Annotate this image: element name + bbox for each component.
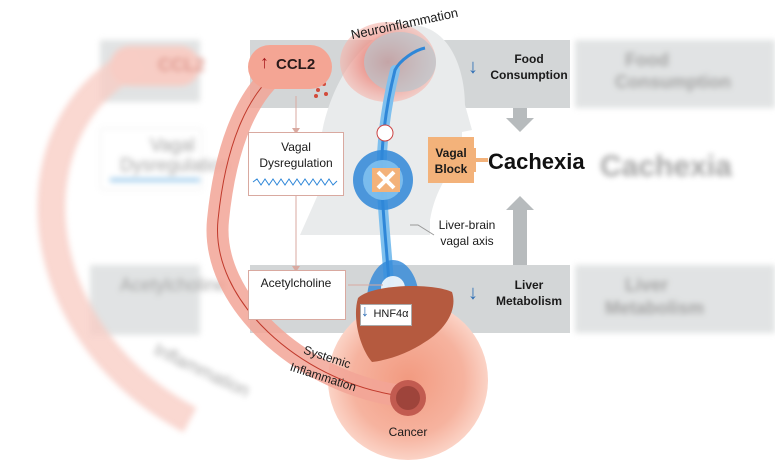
bg-right-mid-text: Cachexia [600, 150, 732, 183]
down-arrow-icon: ↓ [468, 56, 478, 78]
bg-right-low-text-2: Metabolism [605, 298, 705, 318]
food-consumption-line2: Consumption [490, 68, 568, 82]
systemic-inflammation-line [217, 67, 396, 396]
down-arrow-icon-hnf4a: ↓ [361, 303, 369, 320]
vagal-dysregulation-line1: Vagal [281, 140, 311, 154]
dysregulation-waveform [252, 178, 338, 186]
bg-left-mid2-text: Dysregulation [120, 155, 231, 175]
vagal-block-line2: Block [434, 162, 468, 176]
bg-left-low-text: Acetylcholine [120, 275, 227, 295]
vagal-block-line1: Vagal [435, 146, 467, 160]
nerve-node [376, 124, 394, 142]
hnf4a-label: HNF4α [373, 308, 409, 320]
bg-left-top-text: CCL2 [158, 55, 206, 75]
cancer-label: Cancer [388, 425, 428, 439]
food-consumption-line1: Food [514, 52, 544, 66]
hnf4a-box [360, 304, 412, 326]
liver-metabolism-line2: Metabolism [495, 294, 562, 308]
vagal-dysregulation-box [248, 132, 344, 196]
cachexia-label: Cachexia [488, 149, 585, 174]
liver-brain-axis-line1: Liver-brain [438, 218, 496, 232]
bg-left-swoosh [37, 47, 197, 433]
liver-brain-axis-line2: vagal axis [440, 234, 494, 248]
acetylcholine-box [248, 270, 346, 320]
bg-left-mid-text: Vagal [150, 135, 195, 155]
arrow-down-to-cachexia [506, 108, 534, 132]
main-diagram: ↑ CCL2 Neuroinflammation ↓ Food Consumpt… [200, 0, 585, 470]
background-blur-left: CCL2 Vagal Dysregulation Acetylcholine I… [0, 0, 253, 470]
background-blur-right: Food Consumption Cachexia Liver Metaboli… [575, 0, 775, 470]
bg-right-top-text-2: Consumption [615, 72, 731, 92]
acetylcholine-label: Acetylcholine [260, 276, 332, 290]
arrow-up-to-cachexia [506, 196, 534, 265]
down-arrow-icon-liver: ↓ [468, 282, 478, 304]
up-arrow-icon: ↑ [260, 52, 269, 72]
bg-right-top-text-1: Food [625, 50, 669, 70]
ccl2-bubble [248, 45, 332, 89]
liver-metabolism-line1: Liver [514, 278, 544, 292]
vagal-dysregulation-line2: Dysregulation [259, 156, 333, 170]
ccl2-label: CCL2 [276, 56, 316, 73]
bg-right-low-text-1: Liver [625, 275, 669, 295]
axis-callout-line [410, 224, 435, 236]
vagal-block-box [428, 137, 474, 183]
